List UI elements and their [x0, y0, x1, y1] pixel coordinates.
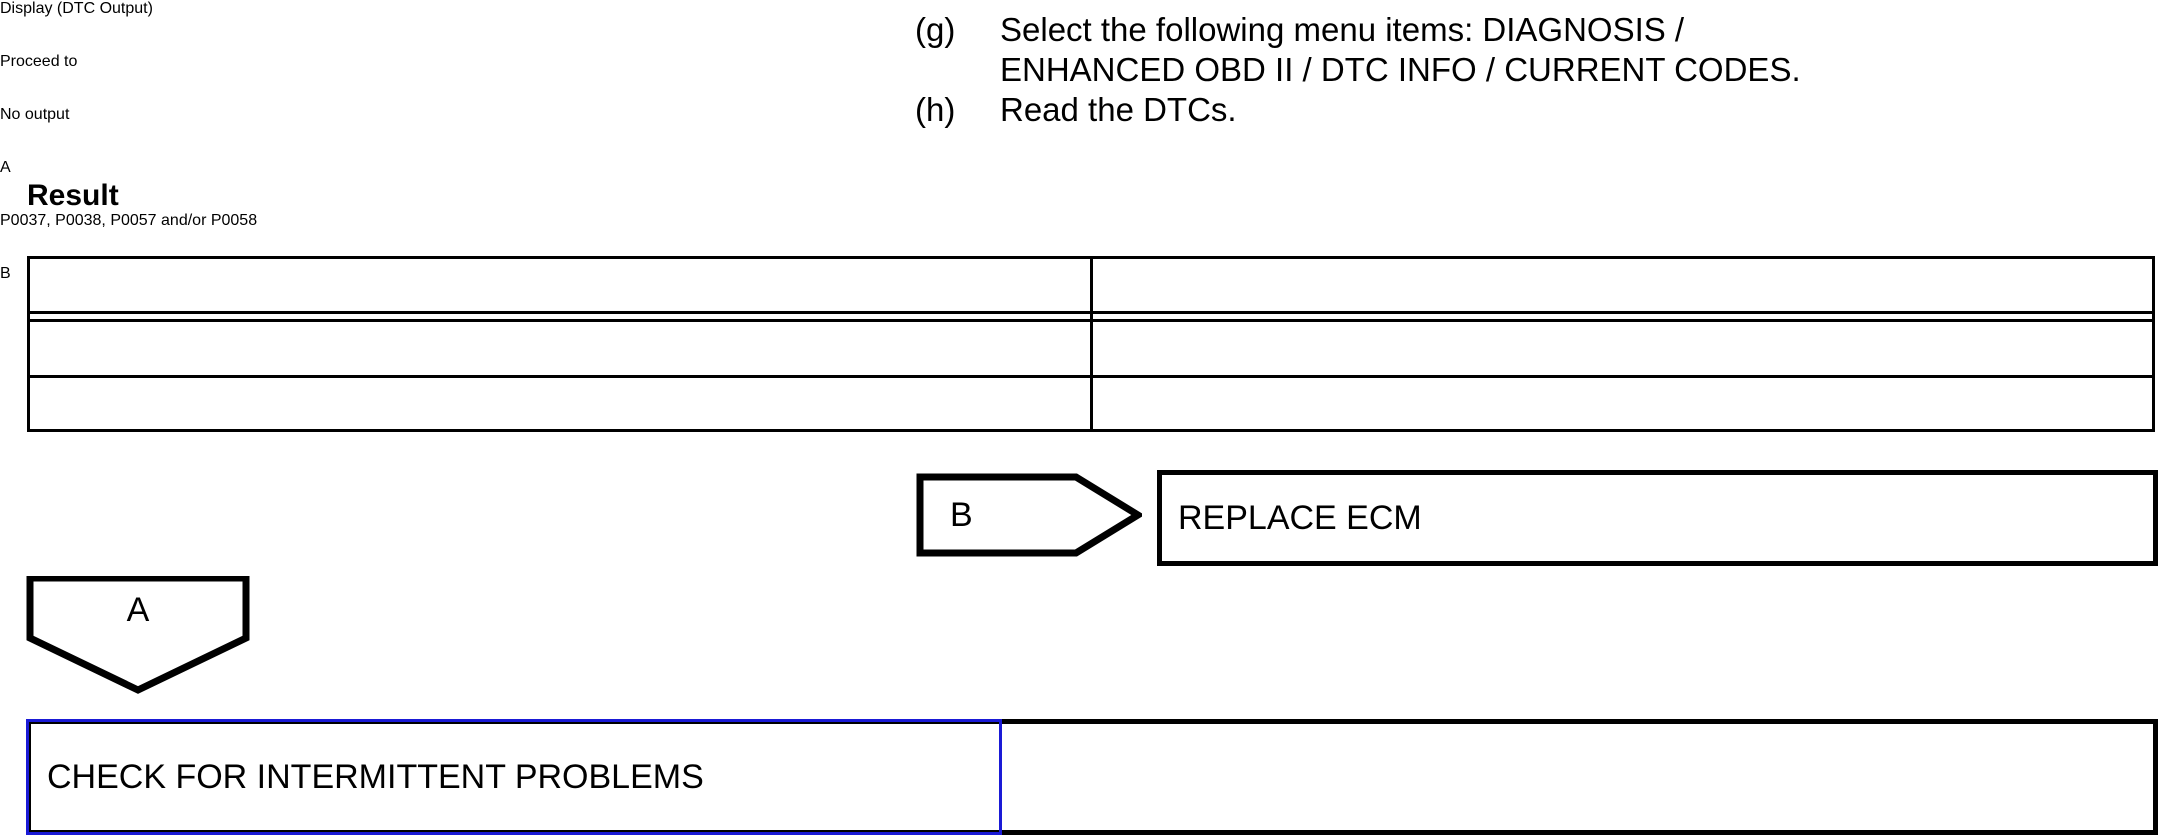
step-g-line-1: Select the following menu items: DIAGNOS…: [1000, 11, 1685, 48]
instruction-steps: (g) Select the following menu items: DIA…: [915, 10, 2165, 130]
result-table-row-1-proceed: A: [0, 159, 11, 176]
step-g-line-2: ENHANCED OBD II / DTC INFO / CURRENT COD…: [1000, 51, 1801, 88]
action-box-intermittent-problems-label: CHECK FOR INTERMITTENT PROBLEMS: [47, 758, 704, 796]
result-table-row-2-proceed: B: [0, 265, 11, 282]
flow-connector-a-label: A: [126, 591, 150, 629]
flow-connector-b-label: B: [950, 496, 973, 534]
step-g: (g) Select the following menu items: DIA…: [915, 10, 2165, 90]
flow-connector-a: A: [26, 576, 250, 694]
action-box-intermittent-problems: CHECK FOR INTERMITTENT PROBLEMS: [26, 719, 2158, 835]
step-h-text: Read the DTCs.: [1000, 90, 2165, 130]
arrow-down-pentagon-icon: [26, 576, 250, 694]
step-g-label: (g): [915, 11, 956, 48]
result-table-row-2-display: P0037, P0038, P0057 and/or P0058: [0, 212, 258, 229]
step-h-label: (h): [915, 91, 956, 128]
result-table-header-proceed: Proceed to: [0, 53, 78, 70]
result-table-header-rule-bottom: [27, 319, 2155, 322]
result-heading: Result: [27, 179, 119, 212]
result-table-row-1-display: No output: [0, 106, 70, 123]
flow-connector-b: B: [916, 473, 1142, 557]
result-table-header-rule-top: [27, 311, 2155, 314]
step-h-line-1: Read the DTCs.: [1000, 91, 1237, 128]
arrow-right-pentagon-icon: [916, 473, 1142, 557]
step-g-text: Select the following menu items: DIAGNOS…: [1000, 10, 2165, 90]
action-box-replace-ecm-label: REPLACE ECM: [1178, 499, 1422, 537]
result-table-column-divider: [1090, 256, 1093, 432]
result-table-row-divider: [27, 375, 2155, 378]
result-table-header-display: Display (DTC Output): [0, 0, 153, 17]
action-box-replace-ecm: REPLACE ECM: [1157, 470, 2158, 566]
step-h: (h) Read the DTCs.: [915, 90, 2165, 130]
